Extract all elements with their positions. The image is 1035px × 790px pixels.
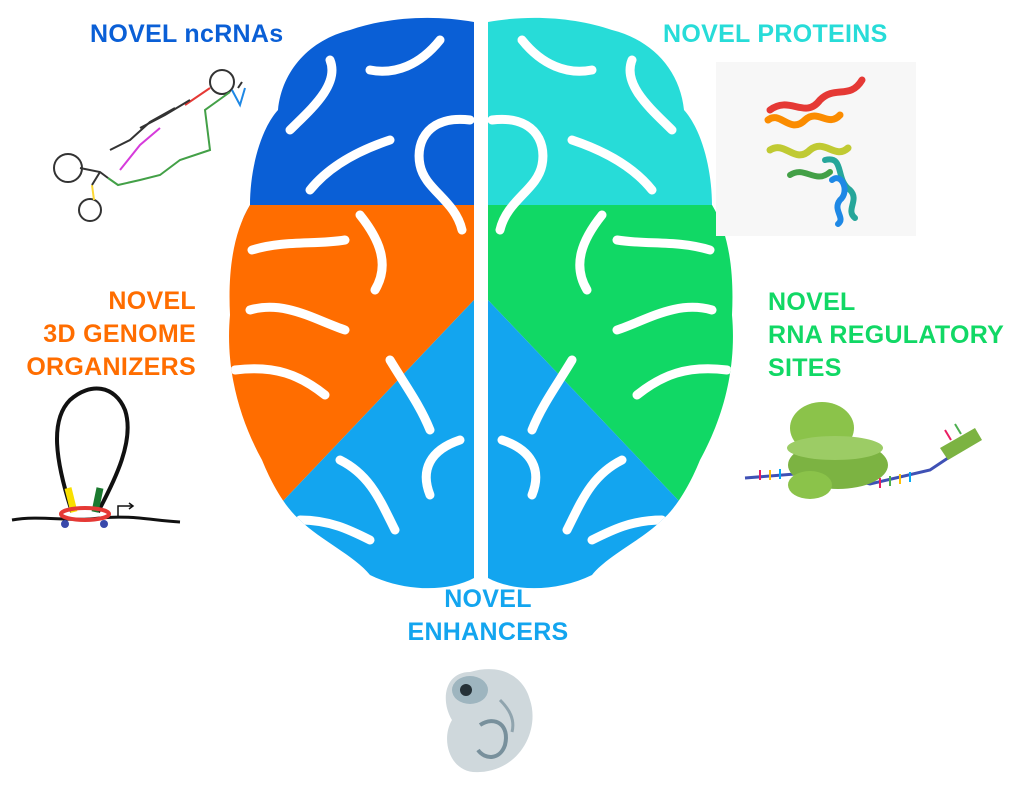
protein-ribbon-icon (716, 62, 916, 236)
brain-region-rna-sites (488, 205, 733, 520)
label-line: SITES (768, 354, 842, 382)
label-line: NOVEL (768, 288, 856, 316)
label-line: ORGANIZERS (26, 353, 196, 381)
embryo-icon (445, 669, 533, 773)
rna-secondary-structure-icon (53, 69, 246, 222)
ribosome-mrna-icon (744, 402, 982, 499)
label-line: NOVEL ncRNAs (90, 20, 284, 48)
label-line: NOVEL (108, 287, 196, 315)
label-novel-proteins: NOVEL PROTEINS (663, 18, 888, 51)
label-line: NOVEL PROTEINS (663, 20, 888, 48)
label-novel-enhancers: NOVEL ENHANCERS (368, 583, 608, 649)
label-line: 3D GENOME (43, 320, 196, 348)
label-novel-rna-regulatory-sites: NOVEL RNA REGULATORY SITES (768, 286, 1004, 385)
label-novel-ncrnas: NOVEL ncRNAs (90, 18, 283, 51)
label-novel-3d-genome-organizers: NOVEL 3D GENOME ORGANIZERS (0, 285, 196, 384)
label-line: ENHANCERS (407, 618, 569, 646)
label-line: NOVEL (444, 585, 532, 613)
chromatin-loop-icon (11, 386, 181, 528)
brain-region-3d-genome (229, 205, 474, 520)
gyri-right (488, 35, 732, 545)
label-line: RNA REGULATORY (768, 321, 1005, 349)
gyri-left (230, 35, 474, 545)
